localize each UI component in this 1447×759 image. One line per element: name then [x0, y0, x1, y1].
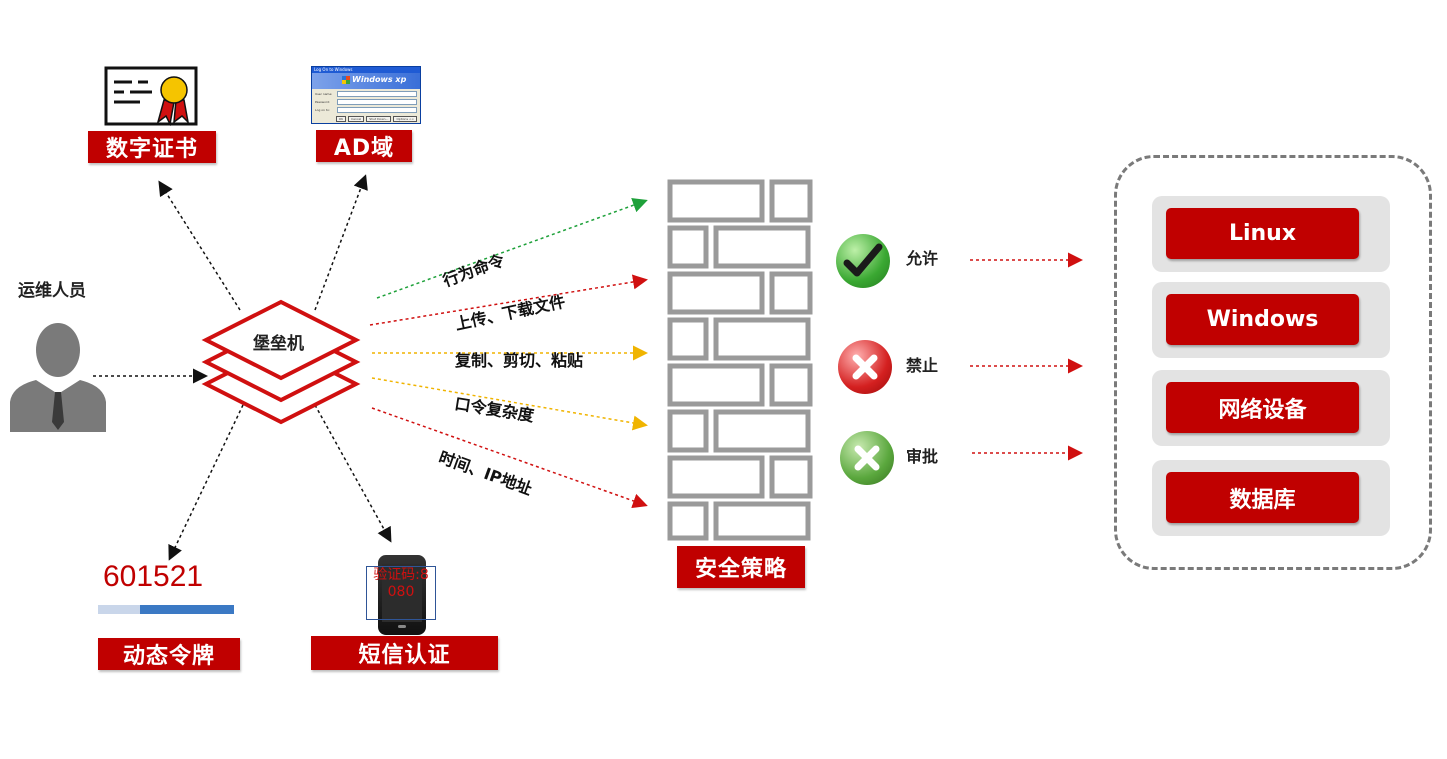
- bastion-label: 堡垒机: [253, 334, 304, 354]
- operator-label: 运维人员: [18, 281, 86, 301]
- cert-label: 数字证书: [88, 131, 216, 163]
- firewall-wall-icon: [667, 179, 813, 541]
- bastion-stack-icon: [201, 299, 361, 425]
- ad-domain-select[interactable]: [337, 107, 417, 113]
- sms-label: 短信认证: [311, 636, 498, 670]
- flow-arrow-password: [371, 377, 648, 431]
- to-token-arrow: [168, 404, 244, 561]
- system-row-windows: Windows: [1152, 282, 1390, 358]
- system-row-linux: Linux: [1152, 196, 1390, 272]
- system-linux-button[interactable]: Linux: [1166, 208, 1359, 259]
- ad-label: AD域: [316, 130, 412, 162]
- token-label: 动态令牌: [98, 638, 240, 670]
- to-sms-arrow: [314, 404, 392, 543]
- windows-banner-text: Windows xp: [352, 75, 407, 84]
- system-database-button[interactable]: 数据库: [1166, 472, 1359, 523]
- ad-options-button[interactable]: Options <<: [393, 116, 417, 122]
- verdict-deny-label: 禁止: [906, 356, 939, 375]
- flow-arrow-files: [369, 274, 648, 326]
- flow-arrow-commands: [376, 198, 648, 299]
- operator-person-icon: [10, 323, 106, 432]
- ad-username-input[interactable]: [337, 91, 417, 97]
- flow-arrow-time-ip: [371, 407, 648, 509]
- target-systems-group: [1114, 155, 1432, 570]
- ad-password-label: Password:: [315, 100, 331, 104]
- token-progress-bar: [98, 605, 234, 614]
- verdict-approve-label: 审批: [906, 447, 939, 466]
- ad-window-titlebar: Log On to Windows: [312, 67, 420, 73]
- policy-label: 安全策略: [677, 546, 805, 588]
- approve-x-icon: [840, 431, 894, 485]
- flow-label-clipboard: 复制、剪切、粘贴: [455, 351, 584, 370]
- allow-check-icon: [836, 234, 890, 288]
- ad-shutdown-button[interactable]: Shut Down...: [366, 116, 392, 122]
- ad-logon-window: Log On to Windows Windows xp User name: …: [311, 66, 421, 124]
- ad-windows-banner: Windows xp: [312, 73, 420, 89]
- ad-domain-label: Log on to:: [315, 108, 331, 112]
- phone-icon: [378, 555, 426, 635]
- ad-password-input[interactable]: [337, 99, 417, 105]
- to-cert-arrow: [158, 180, 241, 311]
- to-ad-arrow: [314, 174, 368, 311]
- certificate-icon: [104, 66, 198, 126]
- deny-x-icon: [838, 340, 892, 394]
- sms-code-box: 验证码:8080: [366, 566, 436, 620]
- token-code: 601521: [103, 560, 204, 593]
- ad-username-label: User name:: [315, 92, 333, 96]
- sms-code-text: 验证码:8080: [373, 567, 429, 600]
- windows-flag-icon: [342, 76, 350, 84]
- system-windows-button[interactable]: Windows: [1166, 294, 1359, 345]
- ad-ok-button[interactable]: OK: [335, 116, 347, 122]
- system-row-database: 数据库: [1152, 460, 1390, 536]
- ad-form: User name: Password: Log on to: OK Cance…: [312, 89, 420, 124]
- system-network-button[interactable]: 网络设备: [1166, 382, 1359, 433]
- ad-cancel-button[interactable]: Cancel: [348, 116, 365, 122]
- system-row-network: 网络设备: [1152, 370, 1390, 446]
- verdict-allow-label: 允许: [906, 249, 939, 268]
